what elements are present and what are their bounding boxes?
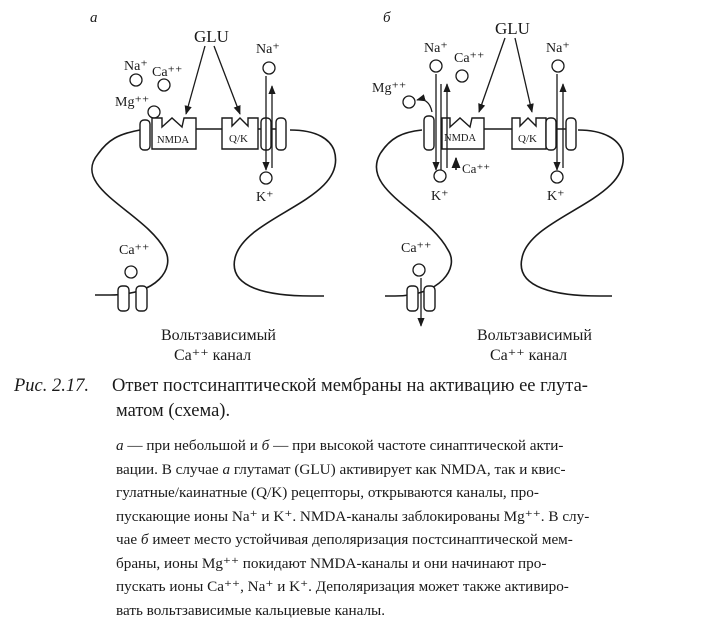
panel-b-k-left-ion xyxy=(434,170,446,182)
panel-b-mg-ion xyxy=(403,96,415,108)
figure-title-line-1: Ответ постсинаптической мембраны на акти… xyxy=(112,376,588,396)
panel-a-mg-ion xyxy=(148,106,160,118)
desc-line-4: пускающие ионы Na⁺ и K⁺. NMDA-каналы заб… xyxy=(116,505,684,529)
panel-b-vchannel-label-2: Ca⁺⁺ канал xyxy=(490,347,567,364)
panel-a-vchannel-right xyxy=(136,286,147,311)
desc-line-5: чае б имеет место устойчивая деполяризац… xyxy=(116,528,684,552)
panel-b-ca-bottom-ion xyxy=(413,264,425,276)
panel-b-mg-exit-arrow xyxy=(417,100,432,113)
desc-text: — при высокой частоте синаптической акти… xyxy=(269,437,563,454)
panel-a-na-left-label: Na⁺ xyxy=(124,59,148,74)
panel-a-k-ion xyxy=(260,172,272,184)
panel-b-channel-right xyxy=(566,118,576,150)
panel-a-glu-arrow-nmda xyxy=(186,46,205,114)
panel-a-membrane xyxy=(92,130,336,296)
panel-a-ca-bottom-label: Ca⁺⁺ xyxy=(119,243,149,258)
panel-a-letter: а xyxy=(90,10,98,26)
synapse-diagram: а GLU Na⁺ Ca⁺⁺ Mg⁺⁺ NMDA Q/K Na⁺ K⁺ Ca⁺⁺… xyxy=(0,0,704,370)
panel-a-na-right-ion xyxy=(263,62,275,74)
panel-b-k-right-label: K⁺ xyxy=(547,189,565,204)
figure-title-line-2: матом (схема). xyxy=(14,399,694,424)
panel-a-glu-label: GLU xyxy=(194,27,229,46)
panel-b-na-right-label: Na⁺ xyxy=(546,41,570,56)
panel-a-vchannel-label-1: Вольтзависимый xyxy=(161,327,276,344)
panel-b-glu-label: GLU xyxy=(495,19,530,38)
panel-a-vchannel-label-2: Ca⁺⁺ канал xyxy=(174,347,251,364)
panel-a-vchannel-left xyxy=(118,286,129,311)
desc-letter-b: б xyxy=(141,531,149,548)
desc-line-8: вать вольтзависимые кальциевые каналы. xyxy=(116,599,684,622)
panel-b-na-left-label: Na⁺ xyxy=(424,41,448,56)
desc-line-1: а — при небольшой и б — при высокой част… xyxy=(116,434,684,458)
caption-line-1: Рис. 2.17.Ответ постсинаптической мембра… xyxy=(14,374,694,399)
panel-b-channel-left xyxy=(546,118,556,150)
panel-b-nmda-label: NMDA xyxy=(444,133,477,144)
desc-text: вации. В случае xyxy=(116,461,222,478)
desc-letter-a: а xyxy=(222,461,230,478)
desc-text: глутамат (GLU) активирует как NMDA, так … xyxy=(230,461,566,478)
figure-label: Рис. 2.17. xyxy=(14,374,112,399)
panel-b-k-left-label: K⁺ xyxy=(431,189,449,204)
panel-b-k-right-ion xyxy=(551,171,563,183)
panel-b-ca-left-ion xyxy=(456,70,468,82)
panel-b-ca-left-label: Ca⁺⁺ xyxy=(454,51,484,66)
desc-letter-a: а xyxy=(116,437,124,454)
desc-line-2: вации. В случае а глутамат (GLU) активир… xyxy=(116,458,684,482)
desc-text: — при небольшой и xyxy=(124,437,262,454)
panel-b-vchannel-left xyxy=(407,286,418,311)
desc-line-3: гулатные/каинатные (Q/K) рецепторы, откр… xyxy=(116,481,684,505)
panel-a-qk-label: Q/K xyxy=(229,133,248,145)
panel-a-mg-channel xyxy=(140,120,150,150)
panel-a: а GLU Na⁺ Ca⁺⁺ Mg⁺⁺ NMDA Q/K Na⁺ K⁺ Ca⁺⁺… xyxy=(90,10,336,364)
panel-b-na-left-ion xyxy=(430,60,442,72)
panel-b-ca-inner-label: Ca⁺⁺ xyxy=(462,161,490,176)
panel-b-qk-label: Q/K xyxy=(518,133,537,145)
desc-line-6: браны, ионы Mg⁺⁺ покидают NMDA-каналы и … xyxy=(116,552,684,576)
desc-line-7: пускать ионы Ca⁺⁺, Na⁺ и K⁺. Деполяризац… xyxy=(116,575,684,599)
panel-a-nmda-label: NMDA xyxy=(157,135,190,146)
panel-b-na-right-ion xyxy=(552,60,564,72)
figure-description: а — при небольшой и б — при высокой част… xyxy=(116,434,684,622)
panel-b-mg-label: Mg⁺⁺ xyxy=(372,81,406,96)
panel-a-glu-arrow-qk xyxy=(214,46,240,114)
panel-b-ca-bottom-label: Ca⁺⁺ xyxy=(401,241,431,256)
panel-a-ca-bottom-ion xyxy=(125,266,137,278)
panel-b-letter: б xyxy=(383,10,391,26)
panel-a-ca-left-label: Ca⁺⁺ xyxy=(152,65,182,80)
panel-a-k-label: K⁺ xyxy=(256,190,274,205)
panel-b: б GLU Na⁺ Ca⁺⁺ Mg⁺⁺ NMDA Ca⁺⁺ K⁺ Q/K Na⁺ xyxy=(372,10,623,364)
panel-b-glu-arrow-qk xyxy=(515,38,532,112)
panel-a-na-ion xyxy=(130,74,142,86)
desc-text: чае xyxy=(116,531,141,548)
panel-a-ca-ion xyxy=(158,79,170,91)
desc-text: имеет место устойчивая деполяризация пос… xyxy=(149,531,573,548)
panel-b-vchannel-label-1: Вольтзависимый xyxy=(477,327,592,344)
figure-caption: Рис. 2.17.Ответ постсинаптической мембра… xyxy=(14,374,694,424)
panel-a-channel-right xyxy=(276,118,286,150)
panel-b-mg-channel xyxy=(424,116,434,150)
panel-b-glu-arrow-nmda xyxy=(479,38,505,112)
panel-b-vchannel-right xyxy=(424,286,435,311)
panel-a-na-right-label: Na⁺ xyxy=(256,42,280,57)
panel-a-mg-label: Mg⁺⁺ xyxy=(115,95,149,110)
